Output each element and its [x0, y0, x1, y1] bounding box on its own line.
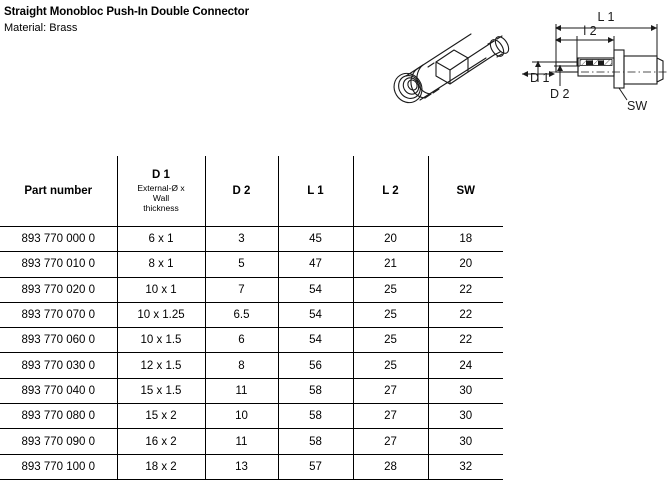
cell-d2: 7 [205, 277, 279, 303]
cell-sw: 22 [428, 327, 503, 354]
cell-d2: 8 [205, 352, 279, 379]
column-header-d1: D 1 External-Ø x Wall thickness [117, 156, 206, 227]
cell-part-number: 893 770 020 0 [0, 277, 118, 303]
cell-d1: 8 x 1 [117, 251, 206, 278]
material-line: Material: Brass [4, 22, 78, 34]
isometric-connector-drawing [376, 14, 536, 114]
dimension-label-l2: l 2 [583, 24, 596, 38]
cell-sw: 18 [428, 226, 503, 253]
cell-l2: 25 [353, 277, 429, 303]
cell-l1: 54 [278, 277, 354, 303]
column-header-sw-label: SW [456, 184, 476, 197]
specification-table: Part number D 1 External-Ø x Wall thickn… [0, 156, 503, 480]
column-header-d1-label: D 1 [152, 169, 170, 181]
cell-sw: 24 [428, 352, 503, 379]
table-header: Part number D 1 External-Ø x Wall thickn… [0, 156, 503, 227]
cell-l1: 58 [278, 403, 354, 430]
cell-sw: 30 [428, 378, 503, 405]
cell-l1: 54 [278, 327, 354, 354]
column-header-d2: D 2 [205, 156, 279, 227]
cell-part-number: 893 770 030 0 [0, 352, 118, 379]
cell-d2: 10 [205, 403, 279, 430]
cell-part-number: 893 770 080 0 [0, 403, 118, 430]
dimension-schematic-icon: L 1 l 2 D 1 D 2 SW [522, 10, 668, 113]
cell-d1: 10 x 1.25 [117, 302, 206, 329]
cell-part-number: 893 770 090 0 [0, 428, 118, 455]
cell-l1: 56 [278, 352, 354, 379]
cell-d2: 6 [205, 327, 279, 354]
column-header-d1-sublabel: External-Ø x Wall thickness [137, 183, 185, 213]
cell-part-number: 893 770 000 0 [0, 226, 118, 253]
dimension-label-d1: D 1 [530, 71, 550, 85]
cell-l2: 25 [353, 302, 429, 329]
table-header-row: Part number D 1 External-Ø x Wall thickn… [0, 156, 503, 227]
cell-l1: 47 [278, 251, 354, 278]
cell-l1: 58 [278, 428, 354, 455]
column-header-part-number-label: Part number [24, 184, 93, 197]
cell-sw: 30 [428, 403, 503, 430]
cell-d1: 10 x 1.5 [117, 327, 206, 354]
cell-l1: 45 [278, 226, 354, 253]
cell-l2: 25 [353, 352, 429, 379]
cell-l2: 27 [353, 378, 429, 405]
column-header-l2-label: L 2 [382, 184, 399, 197]
cell-d1: 12 x 1.5 [117, 352, 206, 379]
cell-l2: 27 [353, 428, 429, 455]
cell-l2: 21 [353, 251, 429, 278]
cell-d2: 11 [205, 378, 279, 405]
isometric-connector-icon [393, 33, 510, 104]
column-header-l1-label: L 1 [307, 184, 324, 197]
column-header-sw: SW [428, 156, 503, 227]
dimension-schematic-drawing: L 1 l 2 D 1 D 2 SW [520, 2, 670, 120]
cell-sw: 22 [428, 302, 503, 329]
cell-part-number: 893 770 060 0 [0, 327, 118, 354]
dimension-label-l1: L 1 [598, 10, 615, 24]
column-header-d2-label: D 2 [232, 184, 251, 197]
cell-d1: 15 x 1.5 [117, 378, 206, 405]
cell-part-number: 893 770 040 0 [0, 378, 118, 405]
column-header-l2: L 2 [353, 156, 429, 227]
column-header-part-number: Part number [0, 156, 118, 227]
dimension-label-d2: D 2 [550, 87, 570, 101]
cell-d2: 3 [205, 226, 279, 253]
cell-sw: 20 [428, 251, 503, 278]
column-header-l1: L 1 [278, 156, 354, 227]
dimension-label-sw: SW [627, 99, 647, 113]
cell-d1: 6 x 1 [117, 226, 206, 253]
page-title: Straight Monobloc Push-In Double Connect… [4, 6, 249, 18]
cell-sw: 30 [428, 428, 503, 455]
cell-sw: 22 [428, 277, 503, 303]
cell-d2: 6.5 [205, 302, 279, 329]
cell-part-number: 893 770 010 0 [0, 251, 118, 278]
cell-d1: 16 x 2 [117, 428, 206, 455]
spec-table-container: Part number D 1 External-Ø x Wall thickn… [0, 156, 503, 480]
cell-d1: 15 x 2 [117, 403, 206, 430]
cell-l2: 20 [353, 226, 429, 253]
header-block: Straight Monobloc Push-In Double Connect… [4, 5, 334, 35]
cell-l2: 27 [353, 403, 429, 430]
cell-l1: 58 [278, 378, 354, 405]
cell-l1: 54 [278, 302, 354, 329]
cell-d2: 5 [205, 251, 279, 278]
cell-d2: 11 [205, 428, 279, 455]
cell-l2: 25 [353, 327, 429, 354]
cell-part-number: 893 770 070 0 [0, 302, 118, 329]
cell-d1: 10 x 1 [117, 277, 206, 303]
